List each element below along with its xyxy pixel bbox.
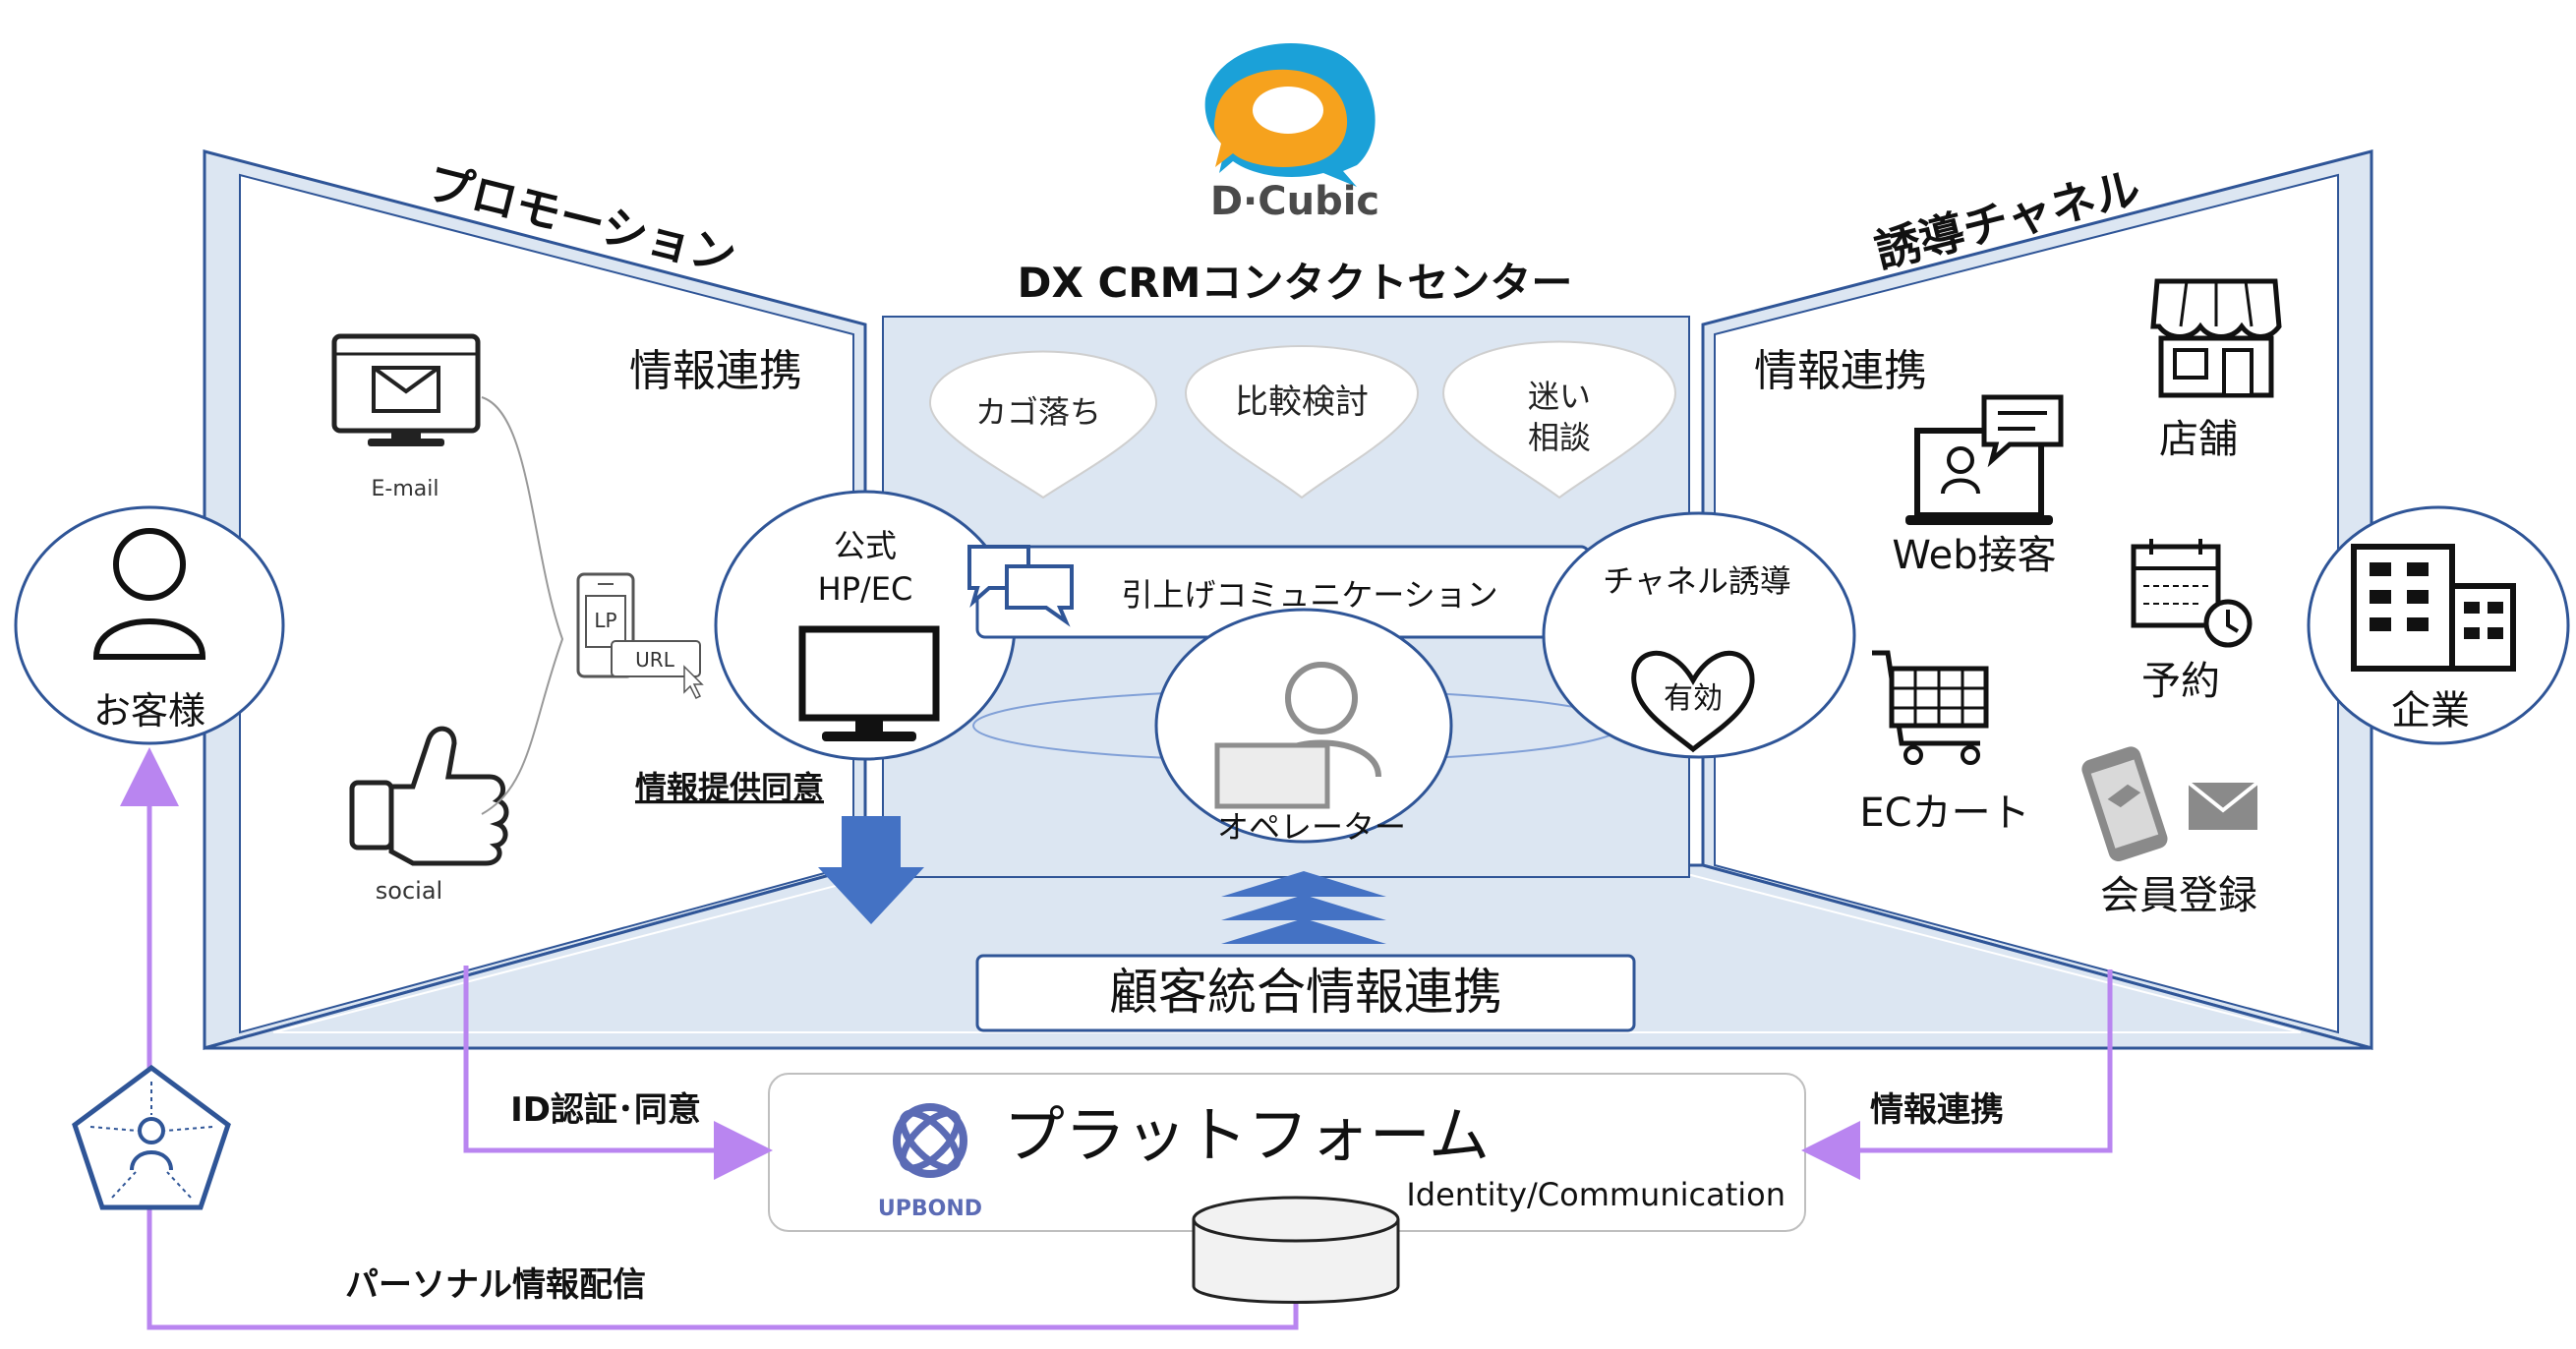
- phone-lp-icon: LP URL: [576, 572, 704, 700]
- member-label: 会員登録: [2100, 873, 2257, 918]
- operator-label: オペレーター: [1217, 808, 1406, 846]
- channel-guide-label: チャネル誘導: [1603, 562, 1791, 600]
- pull-up-box: 引上げコミュニケーション: [975, 545, 1591, 639]
- web-label: Web接客: [1892, 533, 2056, 578]
- chat-icon: [967, 545, 1074, 627]
- phone-tag-icon: [2081, 746, 2168, 862]
- bubble-hesitation: 迷い 相談: [1441, 340, 1677, 499]
- integration-label: 顧客統合情報連携: [1109, 964, 1502, 1021]
- effective-label: 有効: [1664, 681, 1723, 716]
- thumbs-up-icon: [349, 726, 509, 866]
- logo-text: D·Cubic: [1210, 179, 1379, 224]
- right-info-link: 情報連携: [1754, 346, 1927, 396]
- store-label: 店舗: [2159, 417, 2238, 462]
- center-title: DX CRMコンタクトセンター: [1018, 259, 1573, 307]
- member-icons: [2081, 746, 2259, 862]
- building-icon: [2351, 544, 2516, 672]
- down-arrow: [818, 816, 924, 924]
- social-label: social: [376, 877, 442, 905]
- person-icon: [113, 528, 186, 601]
- store-icon: [2150, 278, 2282, 398]
- bubble-text-4: 相談: [1528, 419, 1591, 456]
- upbond-label: UPBOND: [878, 1197, 982, 1221]
- operator-icon: [1214, 662, 1381, 809]
- official-line2: HP/EC: [818, 570, 913, 608]
- consent-label: 情報提供同意: [635, 769, 824, 806]
- web-customer-icon: [1905, 394, 2064, 525]
- d-cubic-logo: D·Cubic: [1204, 42, 1379, 224]
- info-link-arrow: [1801, 969, 2113, 1180]
- up-chevrons: [1221, 871, 1386, 944]
- phone-url-text: URL: [635, 648, 675, 672]
- bubble-text-2: 比較検討: [1235, 382, 1369, 422]
- personal-delivery-label: パーソナル情報配信: [345, 1265, 646, 1305]
- cart-icon: [1872, 650, 1989, 765]
- email-icon: [331, 333, 481, 446]
- bubble-cart-abandon: カゴ落ち: [928, 350, 1158, 499]
- reservation-label: 予約: [2141, 659, 2220, 704]
- official-line1: 公式: [834, 527, 897, 564]
- bubble-text-3: 迷い: [1528, 378, 1591, 415]
- ec-cart-label: ECカート: [1859, 791, 2029, 836]
- platform-subtitle: Identity/Communication: [1406, 1176, 1786, 1213]
- official-site-node: 公式 HP/EC: [714, 490, 1017, 761]
- id-auth-arrow: [463, 966, 773, 1180]
- pull-up-label: 引上げコミュニケーション: [1121, 576, 1497, 614]
- bubble-text-1: カゴ落ち: [975, 393, 1101, 431]
- calendar-icon: [2131, 539, 2253, 648]
- mail-icon: [2187, 781, 2259, 830]
- info-link-label: 情報連携: [1870, 1090, 2004, 1130]
- bubble-comparison: 比較検討: [1184, 345, 1420, 499]
- database-icon: [1192, 1196, 1400, 1304]
- company-node: 企業: [2307, 505, 2570, 745]
- upbond-logo-icon: [893, 1103, 967, 1178]
- id-auth-label: ID認証･同意: [510, 1090, 701, 1130]
- monitor-icon: [798, 625, 940, 741]
- company-label: 企業: [2391, 688, 2470, 733]
- platform-box: プラットフォーム Identity/Communication UPBOND: [768, 1073, 1806, 1232]
- phone-lp-text: LP: [594, 609, 616, 632]
- integration-box: 顧客統合情報連携: [975, 954, 1636, 1032]
- heart-icon: [1631, 651, 1755, 753]
- left-info-link: 情報連携: [629, 346, 802, 396]
- channel-guide-node: チャネル誘導 有効: [1542, 511, 1856, 759]
- identity-pentagon-icon: [72, 1064, 231, 1210]
- operator-node: オペレーター: [1154, 608, 1453, 846]
- customer-node: お客様: [14, 505, 285, 745]
- email-label: E-mail: [372, 477, 439, 501]
- left-bracket-line: [481, 396, 564, 815]
- personal-delivery-arrow: [120, 747, 1299, 1330]
- customer-label: お客様: [93, 689, 205, 733]
- platform-title: プラットフォーム: [1004, 1099, 1490, 1171]
